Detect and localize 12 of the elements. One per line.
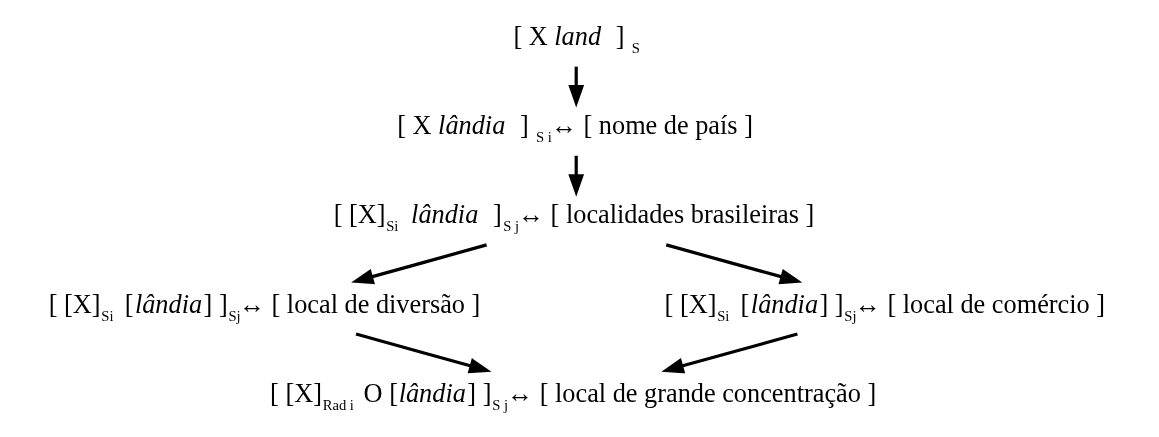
arrow (665, 243, 803, 285)
node-text: [ [X]$_{Si}$ [lândia] ]$_{Sj}$↔ [ local de diversão ] (48, 289, 481, 324)
arrow (355, 332, 492, 374)
node-text: [ X land ] $_{S}$ (513, 22, 640, 57)
arrow (351, 243, 488, 285)
node-text: [ [X]$_{Si}$ lândia ]$_{S j}$↔ [ localidades brasileiras ] (333, 200, 815, 235)
arrow (568, 66, 585, 108)
arrow (568, 155, 585, 197)
arrow (661, 332, 798, 374)
node-text: [ [X]$_{Rad i}$ O [lândia] ]$_{S j}$↔ [ local de grande concentração ] (270, 378, 877, 413)
node-text: [ X lândia ] $_{S i}$↔ [ nome de país ] (397, 111, 753, 146)
node-text: [ [X]$_{Si}$ [lândia] ]$_{Sj}$↔ [ local de comércio ] (664, 289, 1106, 324)
